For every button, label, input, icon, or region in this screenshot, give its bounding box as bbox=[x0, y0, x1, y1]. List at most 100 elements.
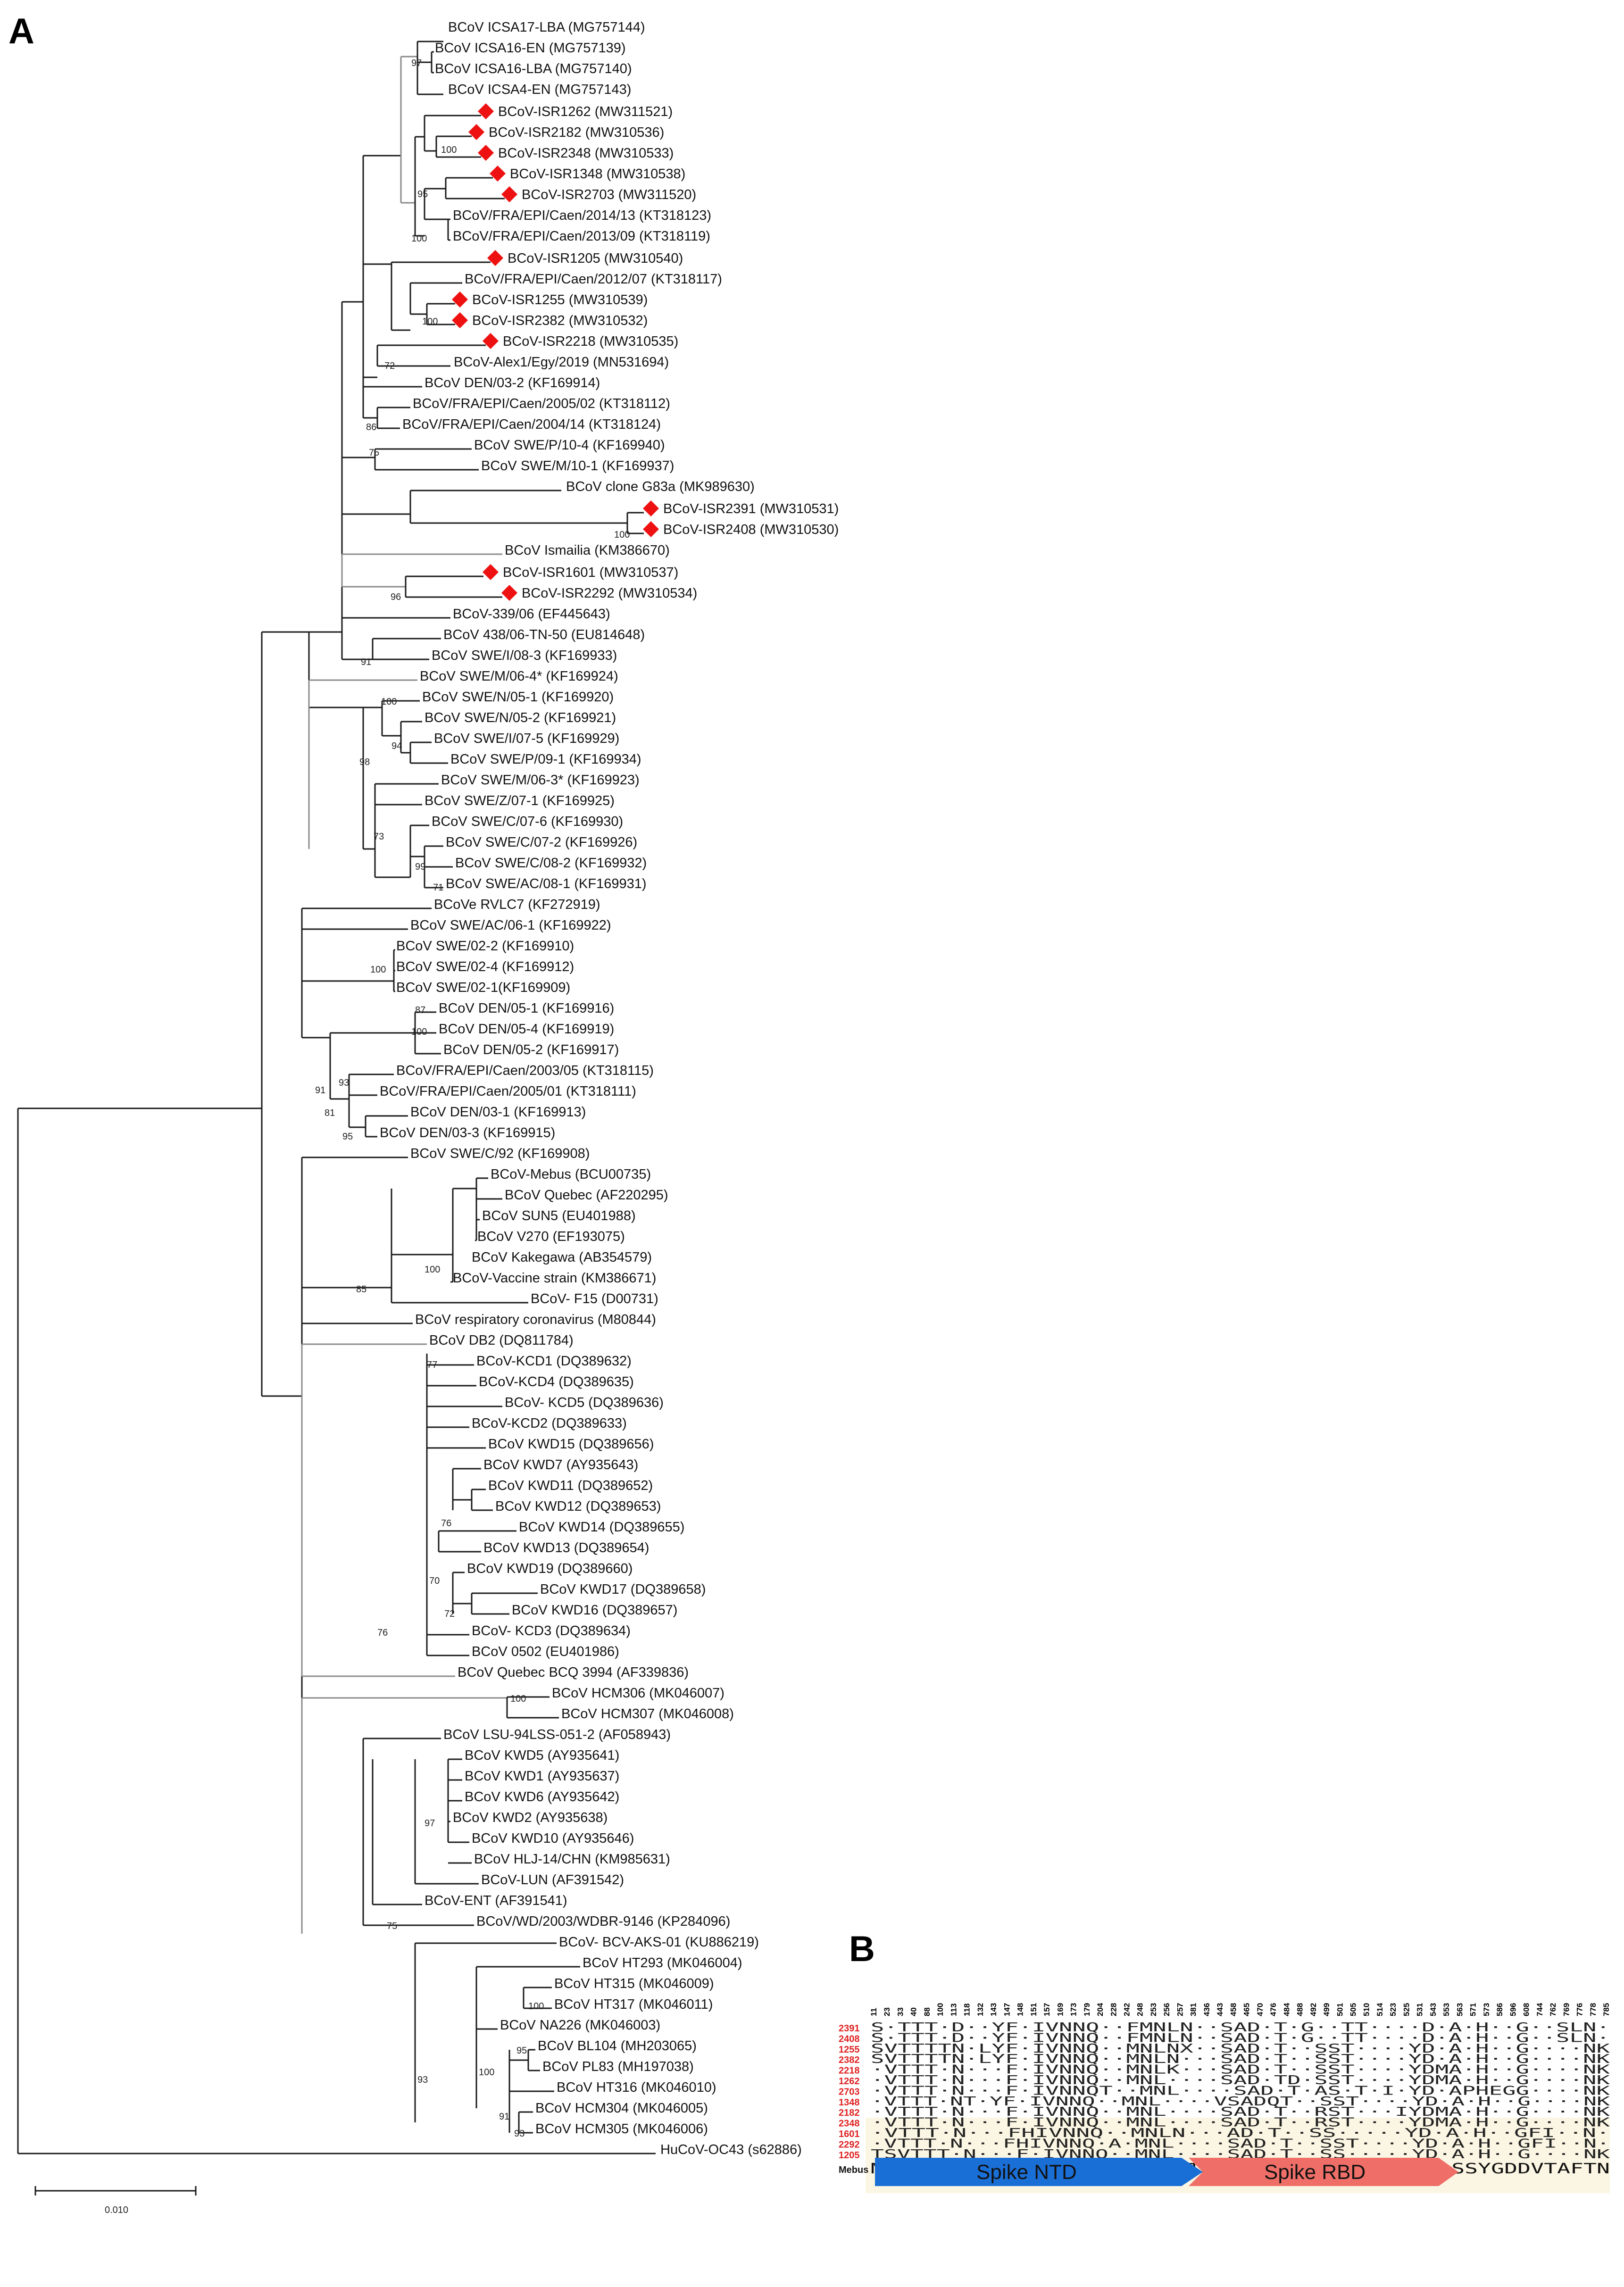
sequence-row: SVTTTTN·LYF·IVNNQ··MNLN···SAD·T··SST····… bbox=[871, 2052, 1610, 2066]
taxon-label: BCoV-ISR2391 (MW310531) bbox=[663, 501, 839, 516]
alignment-position: 484 bbox=[1282, 2003, 1291, 2016]
taxon-label: BCoV SWE/C/92 (KF169908) bbox=[410, 1146, 590, 1161]
alignment-position: 586 bbox=[1495, 2003, 1504, 2016]
alignment-position: 132 bbox=[976, 2003, 985, 2016]
sequence-id: 1601 bbox=[839, 2129, 860, 2139]
alignment-position: 118 bbox=[963, 2004, 972, 2016]
alignment-position: 785 bbox=[1602, 2003, 1611, 2016]
alignment-position: 596 bbox=[1508, 2003, 1517, 2016]
spike-rbd-label: Spike RBD bbox=[1264, 2161, 1366, 2184]
alignment-position: 762 bbox=[1549, 2003, 1557, 2016]
bootstrap-value: 73 bbox=[374, 832, 384, 842]
taxon-label: BCoV-ISR2182 (MW310536) bbox=[489, 125, 664, 140]
taxon-label: BCoV ICSA16-EN (MG757139) bbox=[435, 41, 626, 56]
alignment-position: 179 bbox=[1083, 2003, 1091, 2016]
bootstrap-value: 72 bbox=[384, 361, 395, 371]
taxon-label: BCoV SWE/C/08-2 (KF169932) bbox=[455, 856, 647, 871]
alignment-position: 242 bbox=[1122, 2003, 1131, 2016]
taxon-label: BCoV ICSA4-EN (MG757143) bbox=[448, 82, 631, 97]
taxon-label: BCoV respiratory coronavirus (M80844) bbox=[415, 1312, 656, 1327]
bootstrap-value: 77 bbox=[427, 1360, 437, 1370]
taxon-labels: BCoV ICSA17-LBA (MG757144)BCoV ICSA16-EN… bbox=[380, 20, 839, 2157]
sequence-id: 2391 bbox=[839, 2023, 860, 2034]
taxon-label: BCoV KWD11 (DQ389652) bbox=[488, 1478, 653, 1493]
taxon-label: BCoV DEN/03-2 (KF169914) bbox=[425, 375, 600, 391]
taxon-label: BCoV-ISR2218 (MW310535) bbox=[503, 334, 678, 349]
alignment-position: 100 bbox=[936, 2003, 945, 2016]
isolate-marker-icon bbox=[643, 500, 659, 516]
alignment-position: 143 bbox=[989, 2003, 998, 2016]
taxon-label: BCoV Quebec (AF220295) bbox=[505, 1188, 668, 1203]
taxon-label: BCoV HT315 (MK046009) bbox=[554, 1976, 714, 1991]
isolate-marker-icon bbox=[452, 312, 468, 328]
taxon-label: BCoV Quebec BCQ 3994 (AF339836) bbox=[458, 1665, 689, 1680]
alignment-position: 573 bbox=[1482, 2003, 1491, 2016]
bootstrap-value: 93 bbox=[339, 1078, 349, 1088]
isolate-marker-icon bbox=[490, 166, 506, 182]
isolate-marker-icon bbox=[483, 564, 499, 580]
taxon-label: BCoV BL104 (MH203065) bbox=[538, 2038, 697, 2054]
taxon-label: BCoV- KCD3 (DQ389634) bbox=[472, 1623, 631, 1638]
sequence-row: ·VTTT·N···FHIVNNQ··MNLN···AD·T··SS·····Y… bbox=[871, 2126, 1610, 2140]
sequence-id: 1255 bbox=[839, 2045, 860, 2055]
sequence-id: 2218 bbox=[839, 2066, 860, 2076]
bootstrap-value: 93 bbox=[417, 2075, 428, 2085]
taxon-label: BCoV DB2 (DQ811784) bbox=[429, 1333, 574, 1348]
taxon-label: BCoV KWD15 (DQ389656) bbox=[488, 1437, 654, 1452]
taxon-label: BCoV SUN5 (EU401988) bbox=[482, 1208, 636, 1223]
alignment-position: 113 bbox=[949, 2004, 958, 2016]
bootstrap-value: 85 bbox=[356, 1284, 366, 1295]
scale-bar-label: 0.010 bbox=[105, 2205, 128, 2215]
sequence-row: ·VTTT·NT·YF·IVNNQ··MNL····VSADQT··SST···… bbox=[871, 2095, 1610, 2109]
taxon-label: BCoV-339/06 (EF445643) bbox=[453, 607, 610, 622]
taxon-label: BCoV SWE/02-4 (KF169912) bbox=[396, 959, 574, 974]
taxon-label: BCoV- KCD5 (DQ389636) bbox=[505, 1395, 664, 1410]
taxon-label: BCoV-KCD1 (DQ389632) bbox=[476, 1354, 632, 1369]
bootstrap-value: 91 bbox=[361, 657, 371, 667]
taxon-label: BCoV KWD2 (AY935638) bbox=[453, 1810, 608, 1825]
alignment-position: 88 bbox=[923, 2007, 932, 2016]
alignment-position: 458 bbox=[1229, 2003, 1238, 2016]
taxon-label: BCoV SWE/02-2 (KF169910) bbox=[396, 939, 574, 954]
taxon-label: BCoV HCM305 (MK046006) bbox=[535, 2121, 708, 2137]
scale-bar: 0.010 bbox=[34, 2186, 197, 2215]
taxon-label: BCoV/FRA/EPI/Caen/2004/14 (KT318124) bbox=[402, 417, 661, 432]
sequence-id: 2348 bbox=[839, 2119, 860, 2129]
alignment-position: 531 bbox=[1416, 2003, 1424, 2016]
bootstrap-value: 94 bbox=[391, 741, 402, 751]
sequence-id: 1205 bbox=[839, 2150, 860, 2161]
taxon-label: BCoV SWE/I/08-3 (KF169933) bbox=[432, 648, 617, 663]
bootstrap-value: 72 bbox=[444, 1609, 455, 1619]
alignment-position: 608 bbox=[1522, 2003, 1531, 2016]
bootstrap-value: 95 bbox=[417, 189, 428, 200]
taxon-label: BCoV-Vaccine strain (KM386671) bbox=[453, 1271, 656, 1286]
sequence-row: ·VTTT·N···F·IVNNQ··MNL····SAD·T··RST···I… bbox=[871, 2105, 1610, 2119]
taxon-label: BCoV-ISR1348 (MW310538) bbox=[510, 166, 685, 182]
taxon-label: BCoV HCM307 (MK046008) bbox=[561, 1706, 734, 1721]
bootstrap-value: 87 bbox=[415, 1005, 425, 1015]
isolate-marker-icon bbox=[643, 521, 659, 537]
sequence-id: 2408 bbox=[839, 2034, 860, 2044]
taxon-label: BCoV clone G83a (MK989630) bbox=[566, 479, 755, 494]
alignment-position: 492 bbox=[1309, 2003, 1318, 2016]
taxon-label: BCoV Kakegawa (AB354579) bbox=[472, 1250, 652, 1265]
bootstrap-value: 100 bbox=[370, 965, 386, 975]
taxon-label: BCoV SWE/C/07-6 (KF169930) bbox=[432, 814, 623, 829]
bootstrap-value: 100 bbox=[411, 233, 427, 244]
bootstrap-value: 81 bbox=[325, 1108, 335, 1118]
alignment-position: 514 bbox=[1375, 2003, 1384, 2016]
sequence-id: 2703 bbox=[839, 2087, 860, 2097]
alignment-position: 157 bbox=[1042, 2003, 1051, 2016]
panel-label-a: A bbox=[8, 11, 34, 51]
taxon-label: HuCoV-OC43 (s62886) bbox=[660, 2142, 802, 2157]
sequence-row: ·VTTT·N···F·IVNNQ··MNLK···SAD·T··SST····… bbox=[871, 2063, 1610, 2077]
isolate-marker-icon bbox=[487, 250, 503, 266]
taxon-label: BCoV 0502 (EU401986) bbox=[472, 1644, 619, 1659]
bootstrap-value: 100 bbox=[381, 697, 397, 707]
taxon-label: BCoV-Mebus (BCU00735) bbox=[491, 1167, 651, 1182]
alignment-position: 523 bbox=[1389, 2003, 1398, 2016]
taxon-label: BCoV- F15 (D00731) bbox=[531, 1291, 658, 1306]
